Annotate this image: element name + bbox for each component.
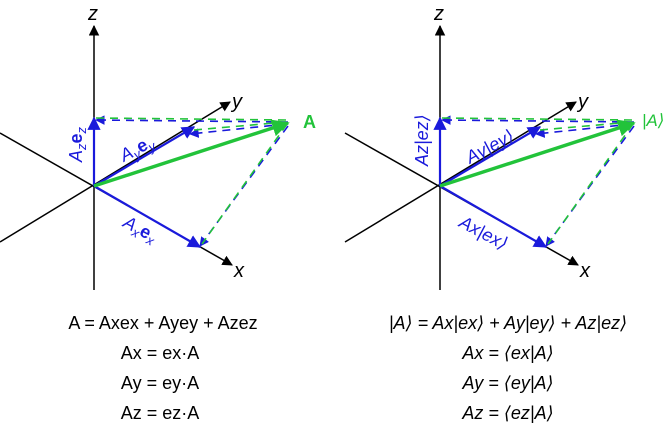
left-z-axis-label: z xyxy=(87,3,98,25)
left-label-x: Axex xyxy=(118,211,161,248)
right-vector-label: |A⟩ xyxy=(642,111,664,130)
right-x-axis-label: x xyxy=(579,260,591,282)
left-y-axis xyxy=(0,101,231,243)
right-vector-a xyxy=(439,119,636,188)
left-label-y: Ayey xyxy=(116,131,160,169)
right-y-axis-label: y xyxy=(576,91,589,113)
left-equation-1: A = Axex + Ayey + Azez xyxy=(68,313,257,333)
left-equation-4: Az = ez·A xyxy=(121,403,200,423)
left-equation-2: Ax = ex·A xyxy=(121,343,200,363)
right-dash-y xyxy=(535,123,633,138)
left-label-z: Azez xyxy=(66,126,89,163)
right-z-axis-label: z xyxy=(433,3,444,25)
right-equation-4: Az = ⟨ez|A⟩ xyxy=(461,403,553,423)
right-y-axis xyxy=(344,101,577,243)
right-label-z: Az|ez⟩ xyxy=(412,114,432,167)
right-label-y: Ay|ey⟩ xyxy=(462,126,518,168)
right-equation-3: Ay = ⟨ey|A⟩ xyxy=(461,373,553,393)
right-panel: z y x |A⟩ Az|ez⟩ Ay|ey⟩ Ax|ex⟩ |A⟩ = Ax|… xyxy=(344,3,664,423)
left-dash-green-right xyxy=(201,123,288,245)
right-label-x: Ax|ex⟩ xyxy=(455,211,511,253)
left-component-y xyxy=(93,126,196,187)
left-component-x xyxy=(93,185,202,248)
left-x-axis-label: x xyxy=(233,260,245,282)
left-vector-label: A xyxy=(303,112,316,132)
left-dash-y xyxy=(189,123,287,138)
left-vector-a xyxy=(93,119,290,188)
left-panel: z y x A Azez Ayey Axex A = Axex + Ayey +… xyxy=(0,3,316,423)
right-equation-1: |A⟩ = Ax|ex⟩ + Ay|ey⟩ + Az|ez⟩ xyxy=(389,313,627,333)
right-component-y xyxy=(439,126,542,187)
right-dash-green-right xyxy=(547,123,634,245)
right-dash-z xyxy=(441,115,635,125)
left-dash-green-top xyxy=(95,117,287,121)
left-dash-z xyxy=(95,115,289,125)
right-dash-green-top xyxy=(441,117,633,121)
right-equation-2: Ax = ⟨ex|A⟩ xyxy=(461,343,553,363)
left-y-axis-label: y xyxy=(230,91,243,113)
right-component-x xyxy=(439,185,548,248)
left-equation-3: Ay = ey·A xyxy=(121,373,199,393)
